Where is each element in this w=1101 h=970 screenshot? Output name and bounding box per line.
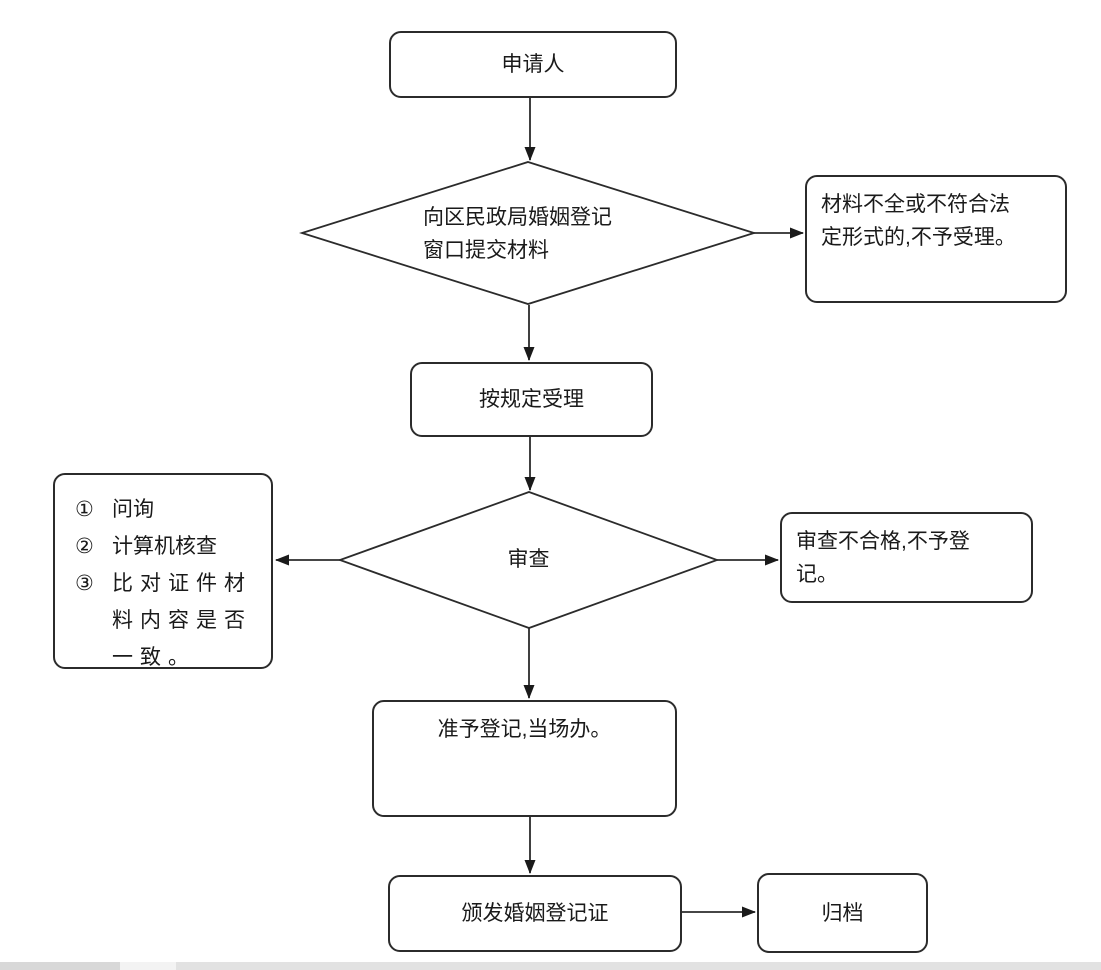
node-applicant: 申请人 xyxy=(389,31,677,98)
node-issue-certificate: 颁发婚姻登记证 xyxy=(388,875,682,952)
diamond-submit-materials xyxy=(298,161,758,305)
node-applicant-label: 申请人 xyxy=(501,53,565,76)
scrollbar-left-segment[interactable] xyxy=(0,962,120,970)
scrollbar-gap-segment[interactable] xyxy=(120,962,176,970)
node-reject-materials: 材料不全或不符合法 定形式的,不予受理。 xyxy=(805,175,1067,303)
node-accept: 按规定受理 xyxy=(410,362,653,437)
node-review-steps: ① 问询 ② 计算机核查 ③ 比对证件材料内容是否一致。 xyxy=(53,473,273,669)
node-approve: 准予登记,当场办。 xyxy=(372,700,677,817)
diamond-submit-label: 向区民政局婚姻登记 窗口提交材料 xyxy=(423,206,612,262)
review-step-1-text: 问询 xyxy=(112,498,154,521)
diamond-review-label: 审查 xyxy=(507,548,550,571)
node-issue-certificate-label: 颁发婚姻登记证 xyxy=(461,902,609,925)
circled-number-1-icon: ① xyxy=(75,498,94,521)
review-step-3-text: 比对证件材料内容是否一致。 xyxy=(112,572,252,669)
node-review-fail: 审查不合格,不予登 记。 xyxy=(780,512,1033,603)
node-accept-label: 按规定受理 xyxy=(479,388,584,411)
horizontal-scrollbar[interactable] xyxy=(0,962,1101,970)
circled-number-2-icon: ② xyxy=(75,535,94,558)
review-step-2-text: 计算机核查 xyxy=(112,535,217,558)
circled-number-3-icon: ③ xyxy=(75,572,94,595)
review-step-1: ① 问询 xyxy=(75,491,263,528)
node-archive-label: 归档 xyxy=(821,901,864,925)
review-step-3: ③ 比对证件材料内容是否一致。 xyxy=(75,565,263,676)
node-archive: 归档 xyxy=(757,873,928,953)
review-step-2: ② 计算机核查 xyxy=(75,528,263,565)
